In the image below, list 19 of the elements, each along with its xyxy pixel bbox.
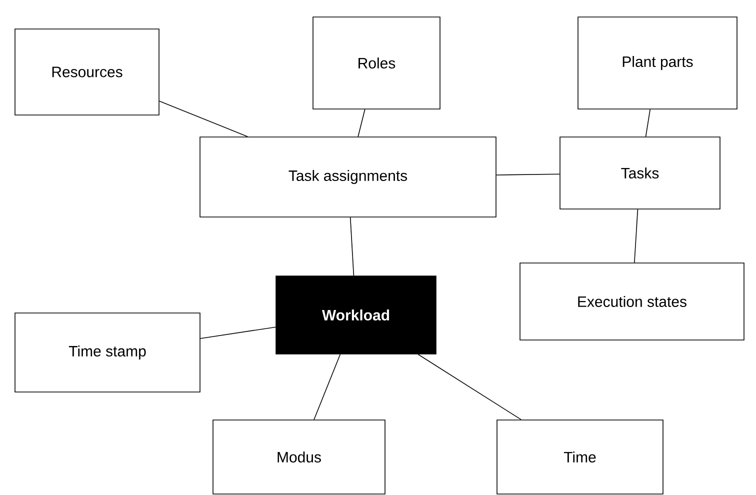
connector-line [314, 354, 341, 420]
connector-line [200, 326, 276, 339]
entity-box: Task assignments [200, 136, 496, 218]
connector-line [496, 174, 560, 176]
entity-box: Modus [212, 420, 386, 494]
connector-line [418, 354, 522, 420]
entity-box: Tasks [560, 136, 720, 210]
entity-box: Time stamp [14, 312, 200, 392]
connector-line [350, 217, 354, 276]
entity-box: Plant parts [578, 16, 738, 110]
entity-box: Roles [312, 16, 440, 110]
connector-line [634, 209, 638, 263]
connector-line [159, 100, 248, 137]
entity-box: Execution states [520, 262, 744, 340]
entity-box: Time [496, 420, 664, 494]
entity-box: Resources [14, 28, 160, 116]
highlighted-box: Workload [276, 276, 436, 354]
connector-line [645, 109, 651, 137]
connector-line [358, 109, 366, 137]
